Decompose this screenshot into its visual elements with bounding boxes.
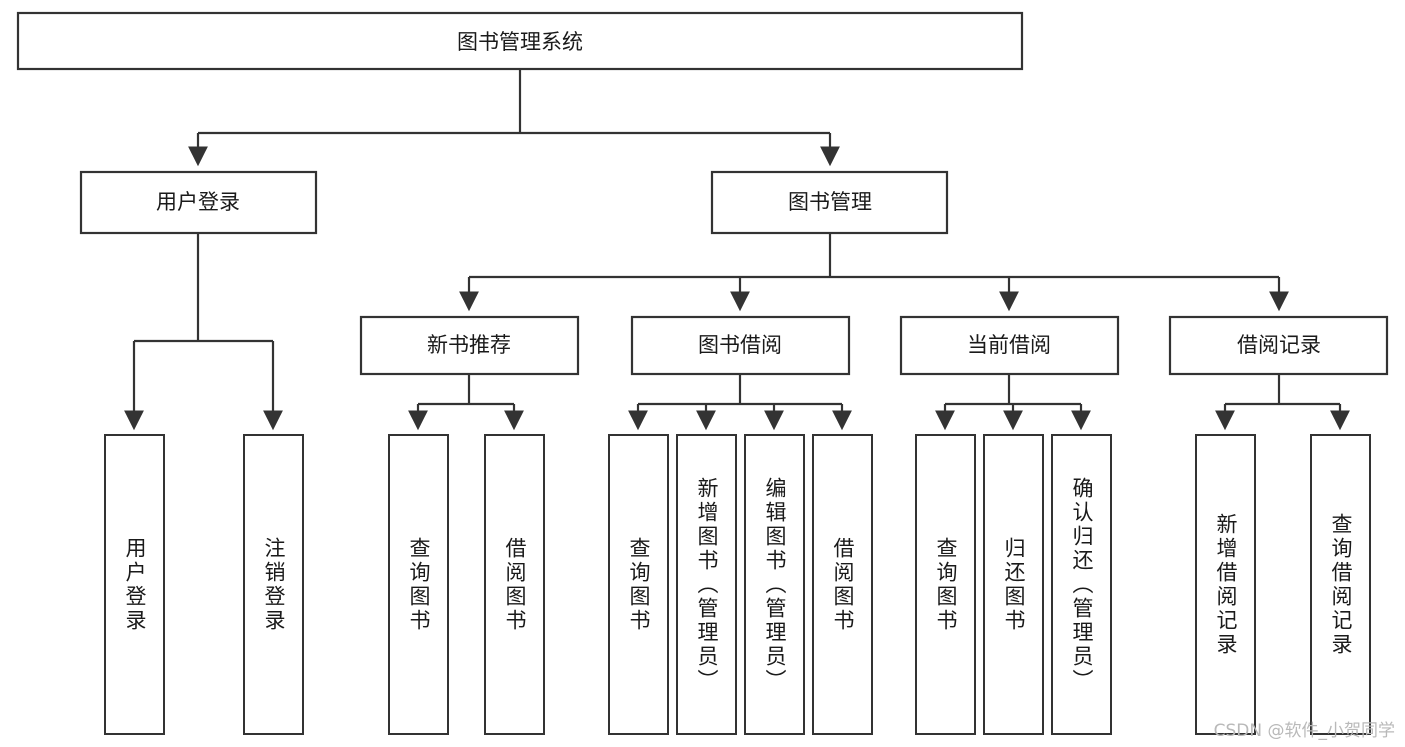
- leaf-label: 借阅图书: [503, 536, 527, 633]
- leaf-label: 新增图书（管理员）: [695, 476, 719, 693]
- leaf-label: 注销登录: [262, 536, 286, 633]
- node-user-login[interactable]: 用户登录: [79, 170, 318, 235]
- leaf-label: 用户登录: [123, 536, 147, 633]
- node-user-login-label: 用户登录: [156, 190, 240, 214]
- node-root-box: [16, 11, 1024, 71]
- node-borrow-record-box: [1168, 315, 1389, 376]
- leaf-user-login-2[interactable]: 注销登录: [243, 434, 304, 735]
- leaf-current-borrow-1[interactable]: 查询图书: [915, 434, 976, 735]
- leaf-borrow-record-1[interactable]: 新增借阅记录: [1195, 434, 1256, 735]
- leaf-new-book-recommend-2[interactable]: 借阅图书: [484, 434, 545, 735]
- node-current-borrow-label: 当前借阅: [967, 333, 1051, 357]
- leaf-user-login-1[interactable]: 用户登录: [104, 434, 165, 735]
- node-borrow-record-label: 借阅记录: [1237, 333, 1321, 357]
- leaf-label: 查询图书: [934, 536, 958, 633]
- leaf-book-borrow-3[interactable]: 编辑图书（管理员）: [744, 434, 805, 735]
- node-borrow-record[interactable]: 借阅记录: [1168, 315, 1389, 376]
- leaf-label: 确认归还（管理员）: [1070, 476, 1094, 693]
- node-book-management[interactable]: 图书管理: [710, 170, 949, 235]
- node-book-borrow-label: 图书借阅: [698, 333, 782, 357]
- node-new-book-recommend[interactable]: 新书推荐: [359, 315, 580, 376]
- node-book-borrow-box: [630, 315, 851, 376]
- node-user-login-box: [79, 170, 318, 235]
- leaf-label: 新增借阅记录: [1214, 512, 1238, 657]
- leaf-label: 查询图书: [627, 536, 651, 633]
- leaf-label: 归还图书: [1002, 536, 1026, 633]
- node-new-book-recommend-box: [359, 315, 580, 376]
- leaf-book-borrow-4[interactable]: 借阅图书: [812, 434, 873, 735]
- leaf-book-borrow-2[interactable]: 新增图书（管理员）: [676, 434, 737, 735]
- watermark-text: CSDN @软件_小贺同学: [1213, 721, 1395, 741]
- node-current-borrow-box: [899, 315, 1120, 376]
- node-new-book-recommend-label: 新书推荐: [427, 333, 511, 357]
- leaf-label: 借阅图书: [831, 536, 855, 633]
- leaf-current-borrow-3[interactable]: 确认归还（管理员）: [1051, 434, 1112, 735]
- leaf-new-book-recommend-1[interactable]: 查询图书: [388, 434, 449, 735]
- leaf-label: 查询借阅记录: [1329, 512, 1353, 657]
- node-root-label: 图书管理系统: [457, 30, 583, 54]
- leaf-borrow-record-2[interactable]: 查询借阅记录: [1310, 434, 1371, 735]
- node-book-borrow[interactable]: 图书借阅: [630, 315, 851, 376]
- node-root[interactable]: 图书管理系统: [16, 11, 1024, 71]
- leaf-current-borrow-2[interactable]: 归还图书: [983, 434, 1044, 735]
- leaf-book-borrow-1[interactable]: 查询图书: [608, 434, 669, 735]
- leaf-label: 编辑图书（管理员）: [763, 476, 787, 693]
- node-book-management-label: 图书管理: [788, 190, 872, 214]
- leaf-label: 查询图书: [407, 536, 431, 633]
- node-book-management-box: [710, 170, 949, 235]
- node-current-borrow[interactable]: 当前借阅: [899, 315, 1120, 376]
